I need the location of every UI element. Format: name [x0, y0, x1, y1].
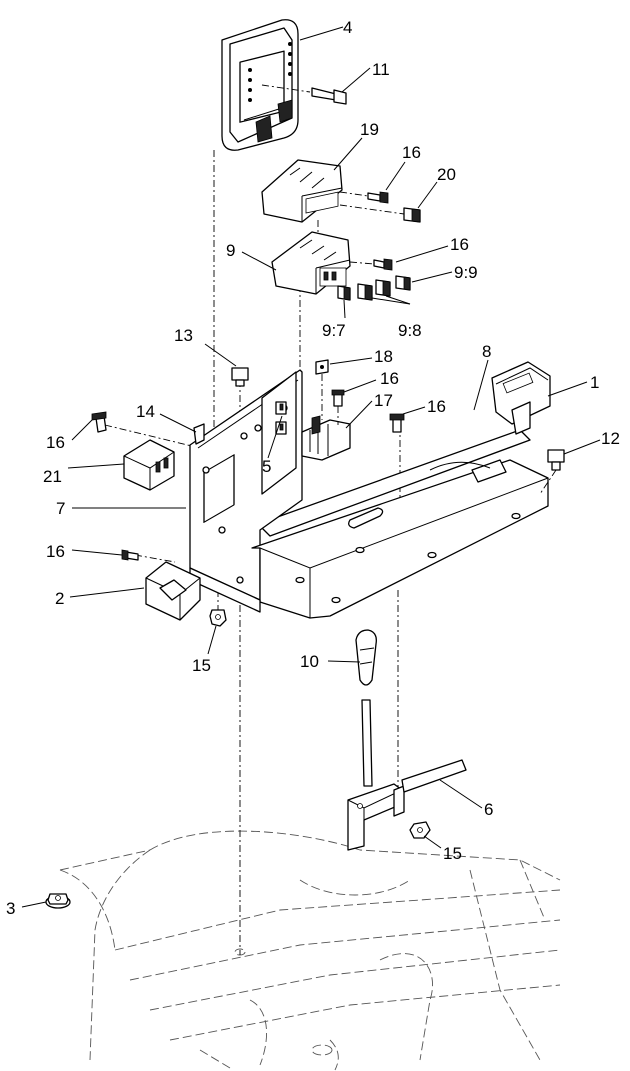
callout-7: 7 — [56, 499, 65, 518]
leader-lines — [21, 26, 601, 908]
part-16-screw — [91, 411, 107, 433]
callout-15: 15 — [192, 656, 211, 675]
part-16-screw — [389, 413, 405, 433]
callout-16: 16 — [427, 397, 446, 416]
callout-16: 16 — [46, 433, 65, 452]
part-9-9-fuse — [395, 275, 411, 291]
part-16-screw — [339, 191, 389, 204]
callout-2: 2 — [55, 589, 64, 608]
callout-16: 16 — [450, 235, 469, 254]
callout-16: 16 — [46, 542, 65, 561]
callout-14: 14 — [136, 402, 155, 421]
callout-11: 11 — [372, 60, 390, 79]
part-16-screw — [121, 549, 139, 561]
callout-21: 21 — [43, 467, 62, 486]
callout-3: 3 — [6, 899, 15, 918]
chassis-phantom — [59, 830, 561, 1071]
callout-9: 9 — [226, 241, 235, 260]
callout-20: 20 — [437, 165, 456, 184]
callout-9-7: 9:7 — [322, 321, 346, 340]
callout-8: 8 — [482, 342, 491, 361]
callout-18: 18 — [374, 347, 393, 366]
callout-4: 4 — [343, 18, 352, 37]
part-9-8-fuses — [357, 279, 391, 301]
part-19-fuse-block — [261, 159, 343, 223]
callout-12: 12 — [601, 429, 620, 448]
part-1-hour-meter — [491, 361, 551, 435]
part-2-switch — [145, 561, 201, 621]
callout-17: 17 — [374, 391, 393, 410]
part-14-clip — [193, 423, 205, 445]
part-21-relay — [123, 439, 175, 491]
part-6-lever-bracket — [347, 759, 467, 851]
part-8-plate — [257, 429, 531, 537]
part-16-screw — [349, 258, 393, 271]
part-15-nut — [209, 609, 227, 627]
callout-10: 10 — [300, 652, 319, 671]
callout-15: 15 — [443, 844, 462, 863]
part-16-screw — [331, 389, 345, 425]
part-9-fuse-block — [271, 231, 351, 295]
callout-16: 16 — [402, 143, 421, 162]
part-13-bolt — [231, 367, 249, 387]
callout-labels: 4 11 19 16 20 9 16 9:9 9:7 9:8 13 18 8 1… — [6, 18, 620, 918]
callout-16: 16 — [380, 369, 399, 388]
callout-1: 1 — [590, 373, 599, 392]
callout-5: 5 — [262, 457, 271, 476]
callout-19: 19 — [360, 120, 379, 139]
part-12-bolt — [539, 449, 565, 495]
callout-6: 6 — [484, 800, 493, 819]
callout-13: 13 — [174, 326, 193, 345]
part-20-fuse — [339, 204, 421, 223]
callout-9-8: 9:8 — [398, 321, 422, 340]
part-10-lever — [355, 629, 377, 787]
part-17-terminal-block — [301, 415, 351, 461]
part-3-flange-nut — [45, 893, 71, 909]
part-5-clips — [275, 401, 287, 435]
part-15-nut — [409, 821, 431, 839]
callout-9-9: 9:9 — [454, 263, 478, 282]
part-18-clip — [315, 359, 329, 420]
part-4-control-module — [221, 19, 299, 151]
part-9-7-fuse — [337, 285, 351, 301]
